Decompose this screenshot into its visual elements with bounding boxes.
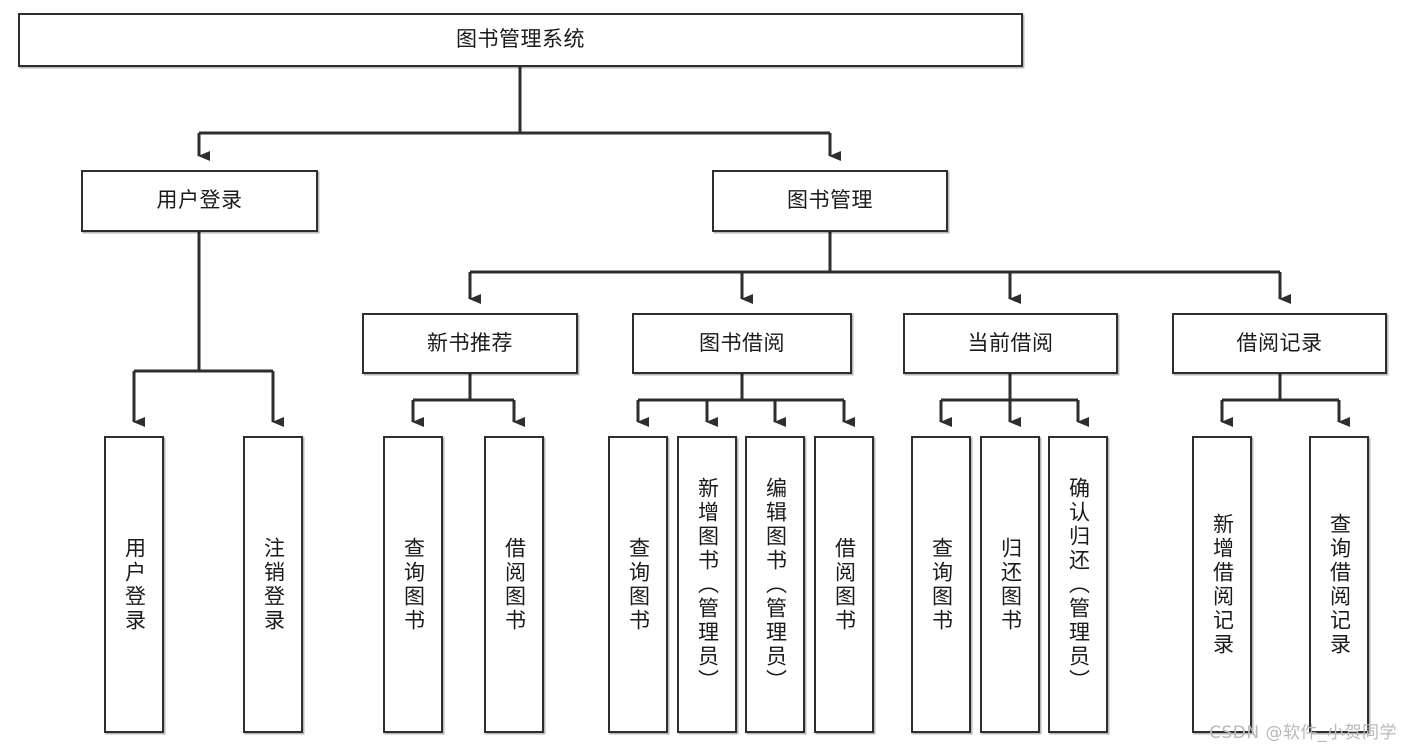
node-leaf-borrow-book-1[interactable]: 借阅图书 xyxy=(484,436,544,733)
node-new-book-rec-label: 新书推荐 xyxy=(427,330,513,355)
node-leaf-return-book-label: 归还图书 xyxy=(998,536,1023,633)
node-leaf-borrow-book-2[interactable]: 借阅图书 xyxy=(814,436,874,733)
node-leaf-query-book-3-label: 查询图书 xyxy=(929,536,954,633)
node-leaf-confirm-return[interactable]: 确认归还（管理员） xyxy=(1048,436,1108,733)
node-user-login[interactable]: 用户登录 xyxy=(81,170,318,232)
node-borrow-record-label: 借阅记录 xyxy=(1236,330,1323,355)
node-leaf-borrow-book-2-label: 借阅图书 xyxy=(832,536,857,633)
node-borrow-record[interactable]: 借阅记录 xyxy=(1172,313,1387,374)
node-leaf-user-logout-label: 注销登录 xyxy=(261,536,286,633)
node-root-label: 图书管理系统 xyxy=(456,27,585,52)
node-book-borrow[interactable]: 图书借阅 xyxy=(632,313,852,374)
node-book-borrow-label: 图书借阅 xyxy=(699,330,785,355)
node-leaf-query-book-2[interactable]: 查询图书 xyxy=(608,436,668,733)
node-current-borrow[interactable]: 当前借阅 xyxy=(903,313,1118,374)
node-leaf-edit-book-label: 编辑图书（管理员） xyxy=(763,476,788,693)
node-current-borrow-label: 当前借阅 xyxy=(967,330,1054,355)
node-leaf-add-record-label: 新增借阅记录 xyxy=(1210,512,1235,657)
node-user-login-label: 用户登录 xyxy=(156,188,243,213)
node-leaf-add-book[interactable]: 新增图书（管理员） xyxy=(677,436,737,733)
node-leaf-query-book-2-label: 查询图书 xyxy=(626,536,651,633)
node-book-manage[interactable]: 图书管理 xyxy=(712,170,948,232)
node-leaf-add-book-label: 新增图书（管理员） xyxy=(695,476,720,693)
node-leaf-user-login[interactable]: 用户登录 xyxy=(104,436,164,733)
node-leaf-query-record[interactable]: 查询借阅记录 xyxy=(1309,436,1369,733)
node-leaf-edit-book[interactable]: 编辑图书（管理员） xyxy=(745,436,805,733)
node-leaf-user-logout[interactable]: 注销登录 xyxy=(243,436,303,733)
node-leaf-borrow-book-1-label: 借阅图书 xyxy=(502,536,527,633)
node-book-manage-label: 图书管理 xyxy=(787,188,873,213)
node-root[interactable]: 图书管理系统 xyxy=(18,13,1023,67)
node-leaf-query-book-1[interactable]: 查询图书 xyxy=(383,436,443,733)
node-leaf-return-book[interactable]: 归还图书 xyxy=(980,436,1040,733)
node-new-book-rec[interactable]: 新书推荐 xyxy=(362,313,578,374)
node-leaf-user-login-label: 用户登录 xyxy=(122,536,147,633)
node-leaf-query-record-label: 查询借阅记录 xyxy=(1327,512,1352,657)
node-leaf-add-record[interactable]: 新增借阅记录 xyxy=(1192,436,1252,733)
node-leaf-query-book-1-label: 查询图书 xyxy=(401,536,426,633)
node-leaf-confirm-return-label: 确认归还（管理员） xyxy=(1066,476,1091,693)
node-leaf-query-book-3[interactable]: 查询图书 xyxy=(911,436,971,733)
